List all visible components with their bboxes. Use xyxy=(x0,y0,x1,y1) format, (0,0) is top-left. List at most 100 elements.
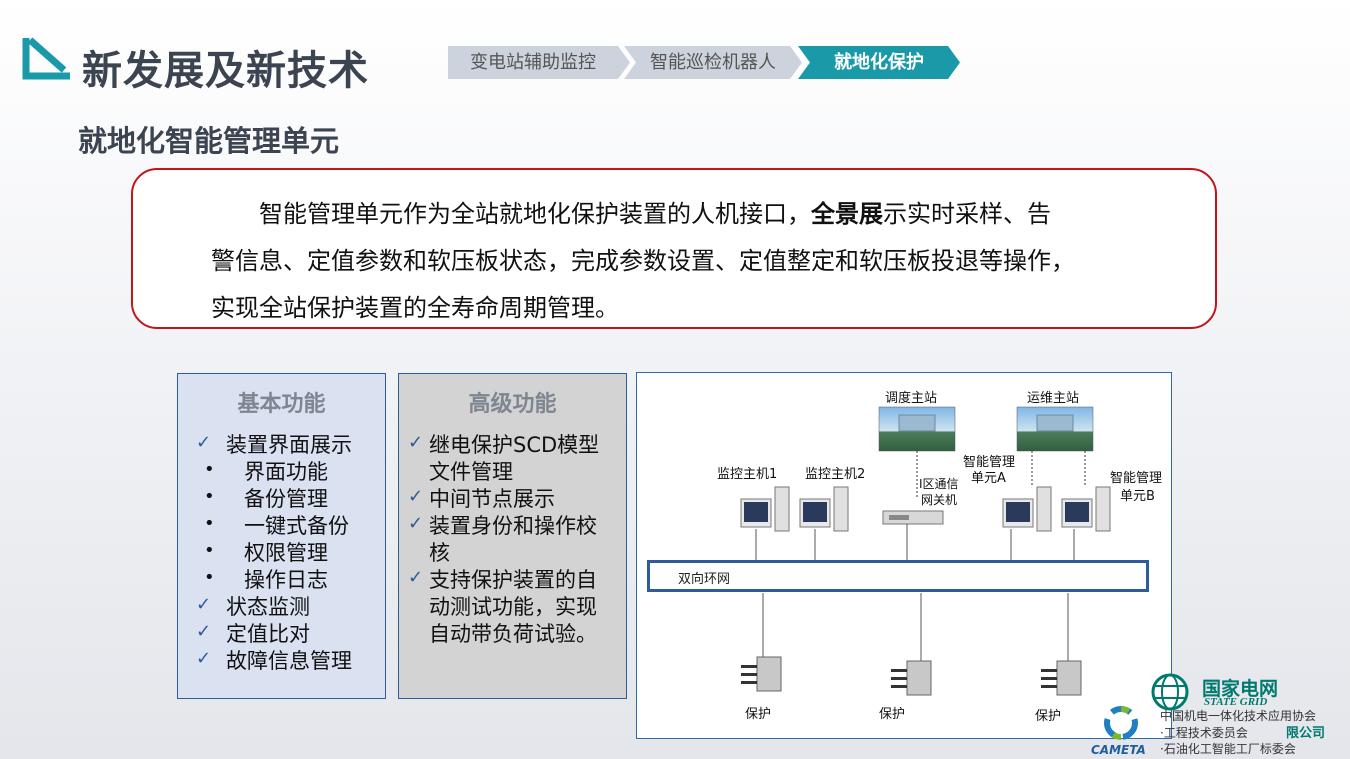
unit-a-label-line1: 智能管理 xyxy=(963,455,1016,470)
basic-function-label: 备份管理 xyxy=(244,487,328,511)
advanced-function-line: 核 xyxy=(399,540,626,567)
advanced-function-label: 文件管理 xyxy=(429,460,513,484)
ring-network: 双向环网 xyxy=(647,560,1149,592)
protection-device-2-image xyxy=(891,660,932,696)
monitor-host-1-image xyxy=(740,486,790,532)
basic-function-label: 权限管理 xyxy=(244,541,328,565)
check-icon: ✓ xyxy=(196,594,212,615)
basic-function-label: 操作日志 xyxy=(244,568,328,592)
org-name-line2: ·工程技术委员会 xyxy=(1160,726,1248,740)
check-icon: ✓ xyxy=(408,432,424,453)
check-icon: ✓ xyxy=(196,432,212,453)
advanced-function-label: 继电保护SCD模型 xyxy=(429,433,600,457)
unit-b-label-line2: 单元B xyxy=(1120,489,1155,504)
dispatch-station-label: 调度主站 xyxy=(885,391,938,406)
org-name-line1: 中国机电一体化技术应用协会 xyxy=(1160,709,1317,723)
ops-station-label: 运维主站 xyxy=(1027,391,1080,406)
intro-box: 智能管理单元作为全站就地化保护装置的人机接口，全景展示实时采样、告 警信息、定值… xyxy=(131,168,1217,329)
check-icon: ✓ xyxy=(196,648,212,669)
basic-function-item: • 操作日志 xyxy=(178,567,385,594)
state-grid-company-fragment: 限公司 xyxy=(1286,726,1326,741)
basic-functions-panel: 基本功能 ✓ 装置界面展示 • 界面功能 • 备份管理 • 一键式备份 • 权限管理 • 操作日志 ✓ 状… xyxy=(177,373,386,699)
basic-function-item: ✓ 状态监测 xyxy=(178,594,385,621)
basic-function-label: 一键式备份 xyxy=(244,514,349,538)
ops-station-image xyxy=(1016,406,1094,452)
intro-text-1-bold: 全景展 xyxy=(811,200,883,228)
advanced-function-line: ✓装置身份和操作校 xyxy=(399,513,626,540)
breadcrumb-step-3-active[interactable]: 就地化保护 xyxy=(798,46,960,79)
basic-function-label: 定值比对 xyxy=(226,622,310,646)
footer-logos: 国家电网 STATE GRID 限公司 xyxy=(1150,672,1350,759)
basic-function-item: ✓ 装置界面展示 xyxy=(178,432,385,459)
basic-function-item: • 权限管理 xyxy=(178,540,385,567)
basic-function-label: 界面功能 xyxy=(244,460,328,484)
protection-label-1: 保护 xyxy=(745,707,772,722)
basic-function-label: 故障信息管理 xyxy=(226,649,352,673)
check-icon: ✓ xyxy=(196,621,212,642)
protection-device-1-image xyxy=(741,656,782,692)
cameta-logo-icon xyxy=(1104,706,1138,740)
management-unit-a-image xyxy=(1002,486,1052,532)
basic-function-label: 装置界面展示 xyxy=(226,433,352,457)
advanced-function-line: ✓支持保护装置的自 xyxy=(399,567,626,594)
advanced-function-label: 动测试功能，实现 xyxy=(429,595,597,619)
advanced-function-label: 自动带负荷试验。 xyxy=(429,622,597,646)
unit-a-label-line2: 单元A xyxy=(971,471,1006,486)
check-icon: ✓ xyxy=(408,486,424,507)
bullet-icon: • xyxy=(204,513,215,534)
gateway-label-line2: 网关机 xyxy=(921,493,958,507)
basic-function-item: • 界面功能 xyxy=(178,459,385,486)
advanced-function-label: 中间节点展示 xyxy=(429,487,555,511)
basic-functions-title: 基本功能 xyxy=(237,392,326,417)
diagram-wiring xyxy=(740,406,1111,696)
bullet-icon: • xyxy=(204,540,215,561)
org-name-line3: ·石油化工智能工厂标委会 xyxy=(1160,742,1296,756)
basic-function-item: ✓ 故障信息管理 xyxy=(178,648,385,675)
basic-function-item: ✓ 定值比对 xyxy=(178,621,385,648)
breadcrumb-step-3-label: 就地化保护 xyxy=(834,52,924,73)
page-title: 新发展及新技术 xyxy=(82,48,369,94)
management-unit-b-image xyxy=(1061,486,1111,532)
bullet-icon: • xyxy=(204,567,215,588)
monitor-host-2-label: 监控主机2 xyxy=(805,467,866,482)
state-grid-logo-icon xyxy=(1151,673,1189,711)
advanced-function-line: 文件管理 xyxy=(399,459,626,486)
basic-function-label: 状态监测 xyxy=(226,595,310,619)
bullet-icon: • xyxy=(204,486,215,507)
advanced-function-line: ✓继电保护SCD模型 xyxy=(399,432,626,459)
unit-b-label-line1: 智能管理 xyxy=(1110,471,1163,486)
breadcrumb-step-2[interactable]: 智能巡检机器人 xyxy=(624,46,802,79)
ring-network-label: 双向环网 xyxy=(678,572,731,587)
gateway-device-image xyxy=(882,510,944,525)
advanced-function-label: 装置身份和操作校 xyxy=(429,514,597,538)
section-subtitle: 就地化智能管理单元 xyxy=(78,124,340,158)
protection-label-2: 保护 xyxy=(879,707,906,722)
basic-function-item: • 备份管理 xyxy=(178,486,385,513)
intro-line-3: 实现全站保护装置的全寿命周期管理。 xyxy=(211,294,619,322)
check-icon: ✓ xyxy=(408,513,424,534)
monitor-host-2-image xyxy=(799,486,849,532)
advanced-function-line: ✓中间节点展示 xyxy=(399,486,626,513)
advanced-function-line: 自动带负荷试验。 xyxy=(399,621,626,648)
advanced-function-label: 支持保护装置的自 xyxy=(429,568,597,592)
breadcrumb-step-1[interactable]: 变电站辅助监控 xyxy=(448,46,630,79)
bullet-icon: • xyxy=(204,459,215,480)
gateway-label-line1: I区通信 xyxy=(919,477,959,491)
protection-label-3: 保护 xyxy=(1035,709,1062,724)
network-diagram: 调度主站 运维主站 监控主机1 监控主机2 I区通信 网关机 智能管理 单元A … xyxy=(636,372,1172,739)
breadcrumb-step-1-label: 变电站辅助监控 xyxy=(470,52,596,73)
advanced-function-line: 动测试功能，实现 xyxy=(399,594,626,621)
cameta-wordmark: CAMETA xyxy=(1091,743,1146,757)
advanced-function-label: 核 xyxy=(429,541,450,565)
state-grid-cn: 国家电网 xyxy=(1202,678,1279,700)
intro-line-1: 智能管理单元作为全站就地化保护装置的人机接口，全景展示实时采样、告 xyxy=(259,194,1051,229)
state-grid-en: STATE GRID xyxy=(1204,696,1268,708)
basic-function-item: • 一键式备份 xyxy=(178,513,385,540)
breadcrumb-step-2-label: 智能巡检机器人 xyxy=(650,52,776,73)
intro-text-1c: 示实时采样、告 xyxy=(883,200,1051,228)
protection-device-3-image xyxy=(1041,660,1082,696)
corner-arrow-icon xyxy=(22,37,70,80)
advanced-functions-title: 高级功能 xyxy=(468,392,557,417)
advanced-functions-panel: 高级功能 ✓继电保护SCD模型文件管理✓中间节点展示✓装置身份和操作校核✓支持保… xyxy=(398,373,627,699)
monitor-host-1-label: 监控主机1 xyxy=(717,467,778,482)
